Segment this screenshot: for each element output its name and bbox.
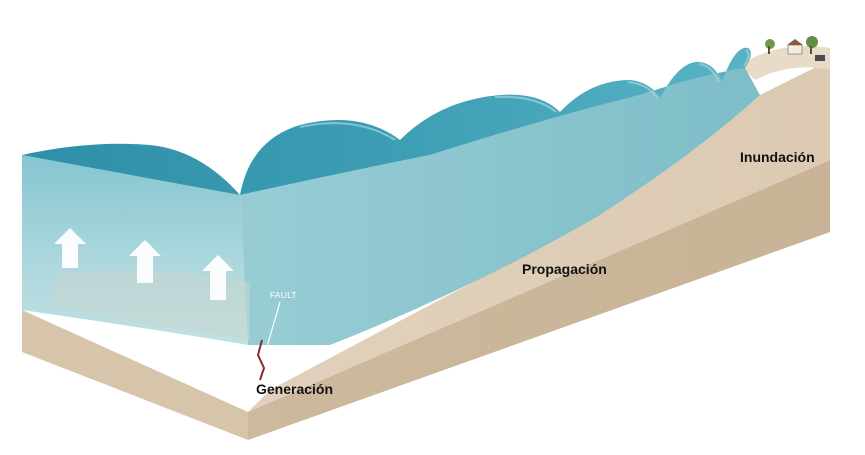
generation-label: Generación: [256, 381, 334, 397]
fault-pointer: [265, 301, 281, 351]
inundation-label: Inundación: [740, 149, 815, 165]
uplifted-seafloor: [50, 269, 250, 340]
propagation-label: Propagación: [522, 261, 607, 277]
fault-label: FAULT: [270, 290, 297, 300]
up-arrow-icon: [54, 228, 234, 300]
wave-crest-highlights: [299, 49, 750, 141]
fault-crack: [256, 339, 266, 381]
water-side-body: [240, 68, 760, 345]
beach: [740, 46, 830, 80]
seabed-front-face: [22, 310, 248, 440]
seabed-side-face: [248, 160, 830, 440]
coastal-houses-trees: [765, 36, 825, 61]
